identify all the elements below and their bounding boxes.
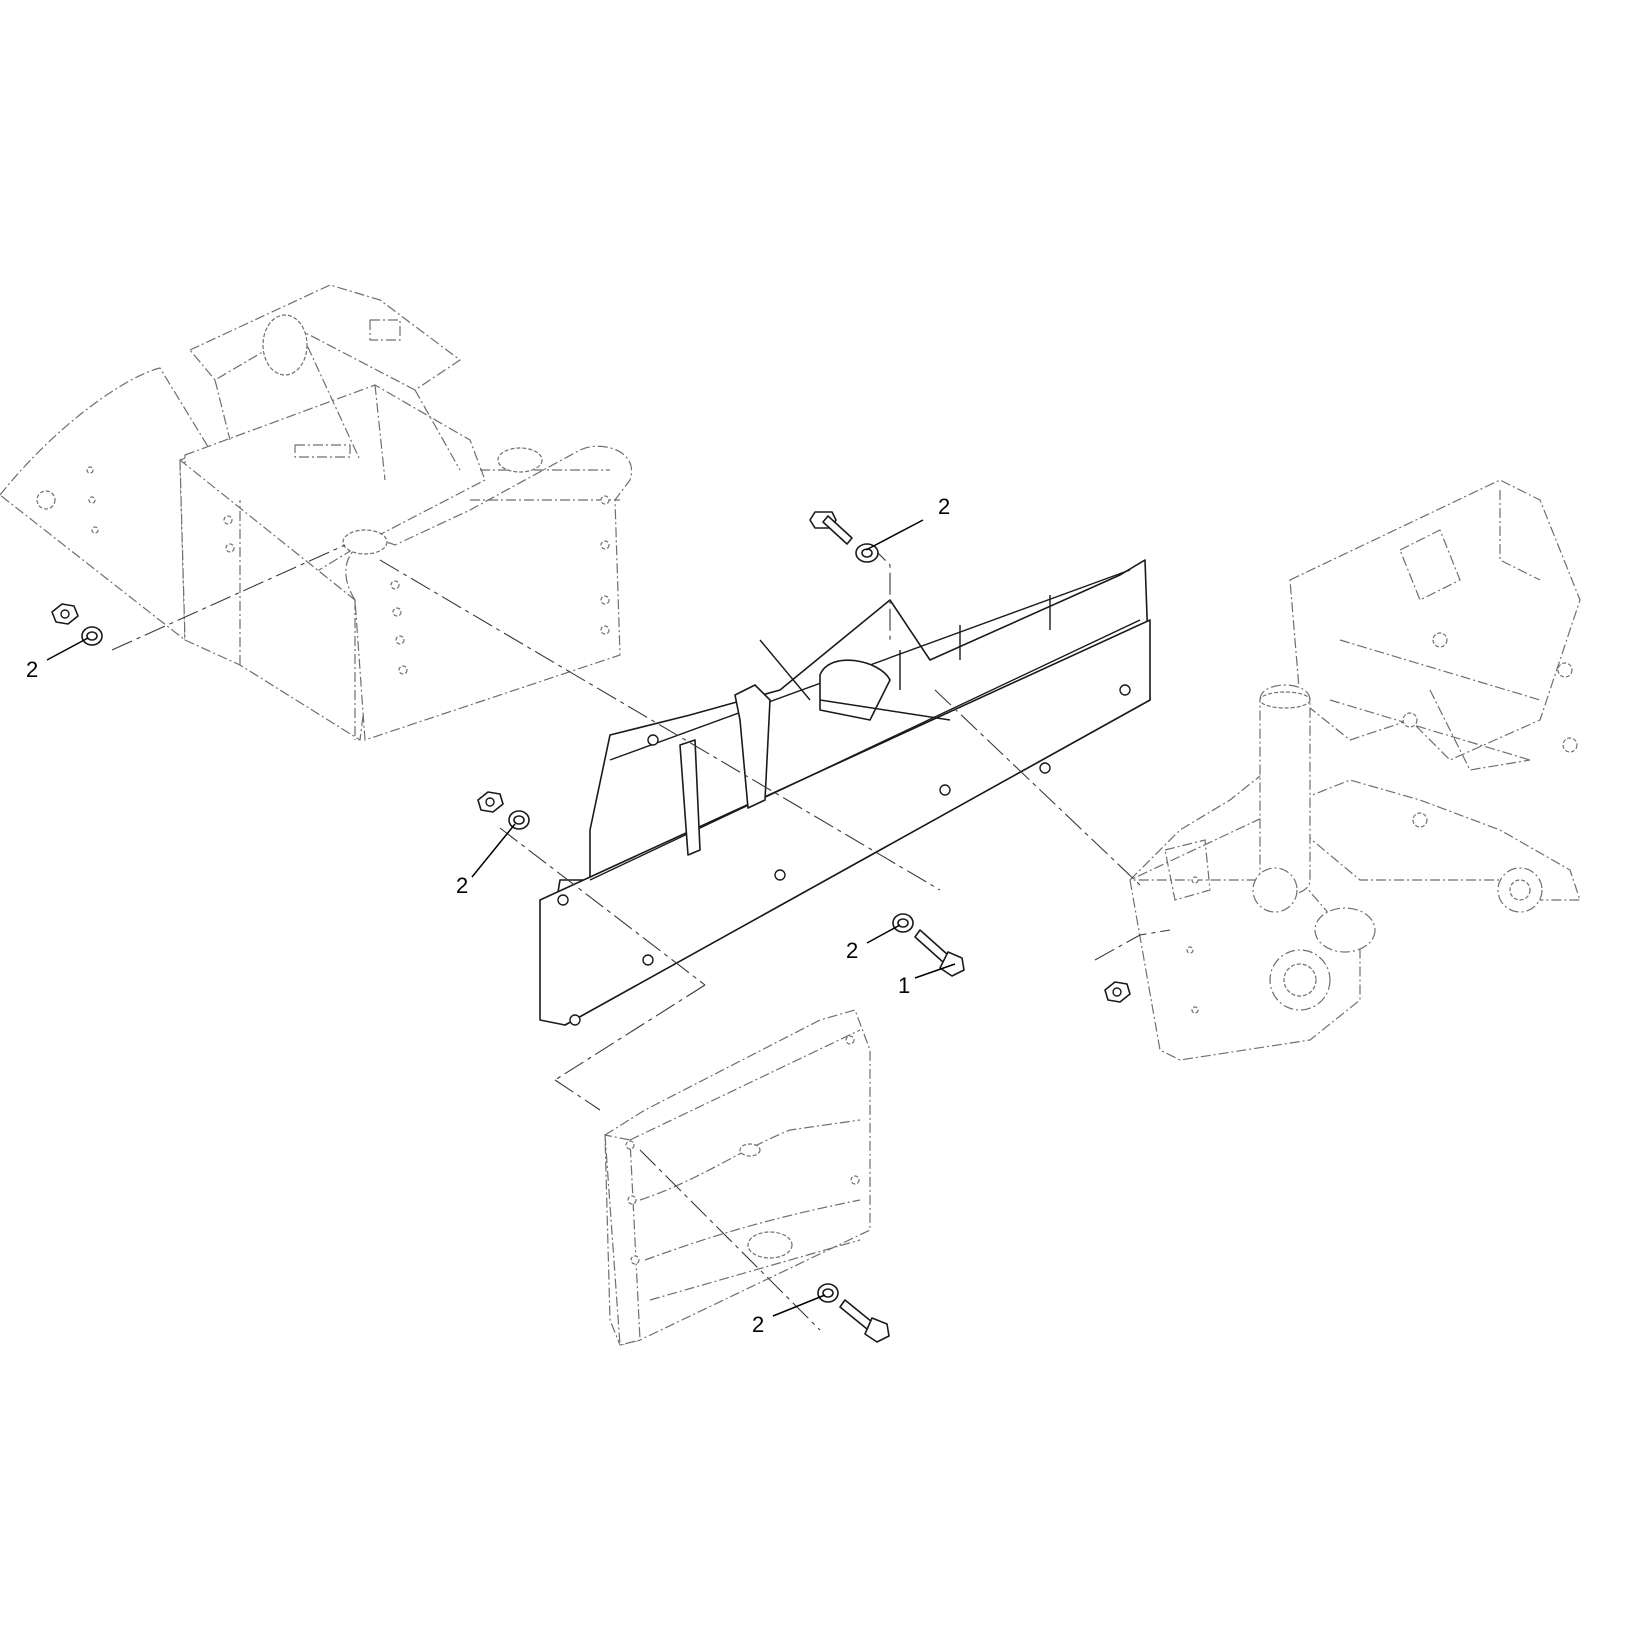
hardware-bottom-bolt	[817, 1283, 890, 1343]
leader-bolt-center	[914, 963, 956, 979]
leader-washer-center	[866, 924, 901, 944]
main-beam-assembly	[539, 559, 1151, 1026]
callout-nut-left: 2	[26, 657, 38, 682]
callout-bolt-top: 2	[938, 494, 950, 519]
ghost-rear-frame	[0, 284, 633, 741]
leader-bolt-bottom	[772, 1294, 826, 1317]
alignment-center-lines	[111, 544, 1171, 1331]
callout-bolt-bottom: 2	[752, 1312, 764, 1337]
hardware-top-bolt	[809, 511, 879, 563]
callout-leaders	[46, 519, 956, 1317]
ghost-steering-assembly	[1129, 479, 1581, 1061]
callout-washer-center: 2	[846, 938, 858, 963]
leader-bolt-top	[865, 519, 924, 551]
hardware-left-nut	[51, 603, 103, 646]
hardware-mid-nut	[477, 791, 530, 830]
callout-labels: 2 2 2 2 1 2	[26, 494, 950, 1337]
callout-nut-mid: 2	[456, 873, 468, 898]
hardware-center-washer-bolt	[892, 913, 965, 977]
leader-nut-mid	[471, 823, 516, 878]
ghost-lower-bracket	[604, 1009, 871, 1346]
callout-bolt-center: 1	[898, 973, 910, 998]
hardware-right-nut	[1104, 981, 1131, 1003]
leader-nut-left	[46, 637, 89, 661]
